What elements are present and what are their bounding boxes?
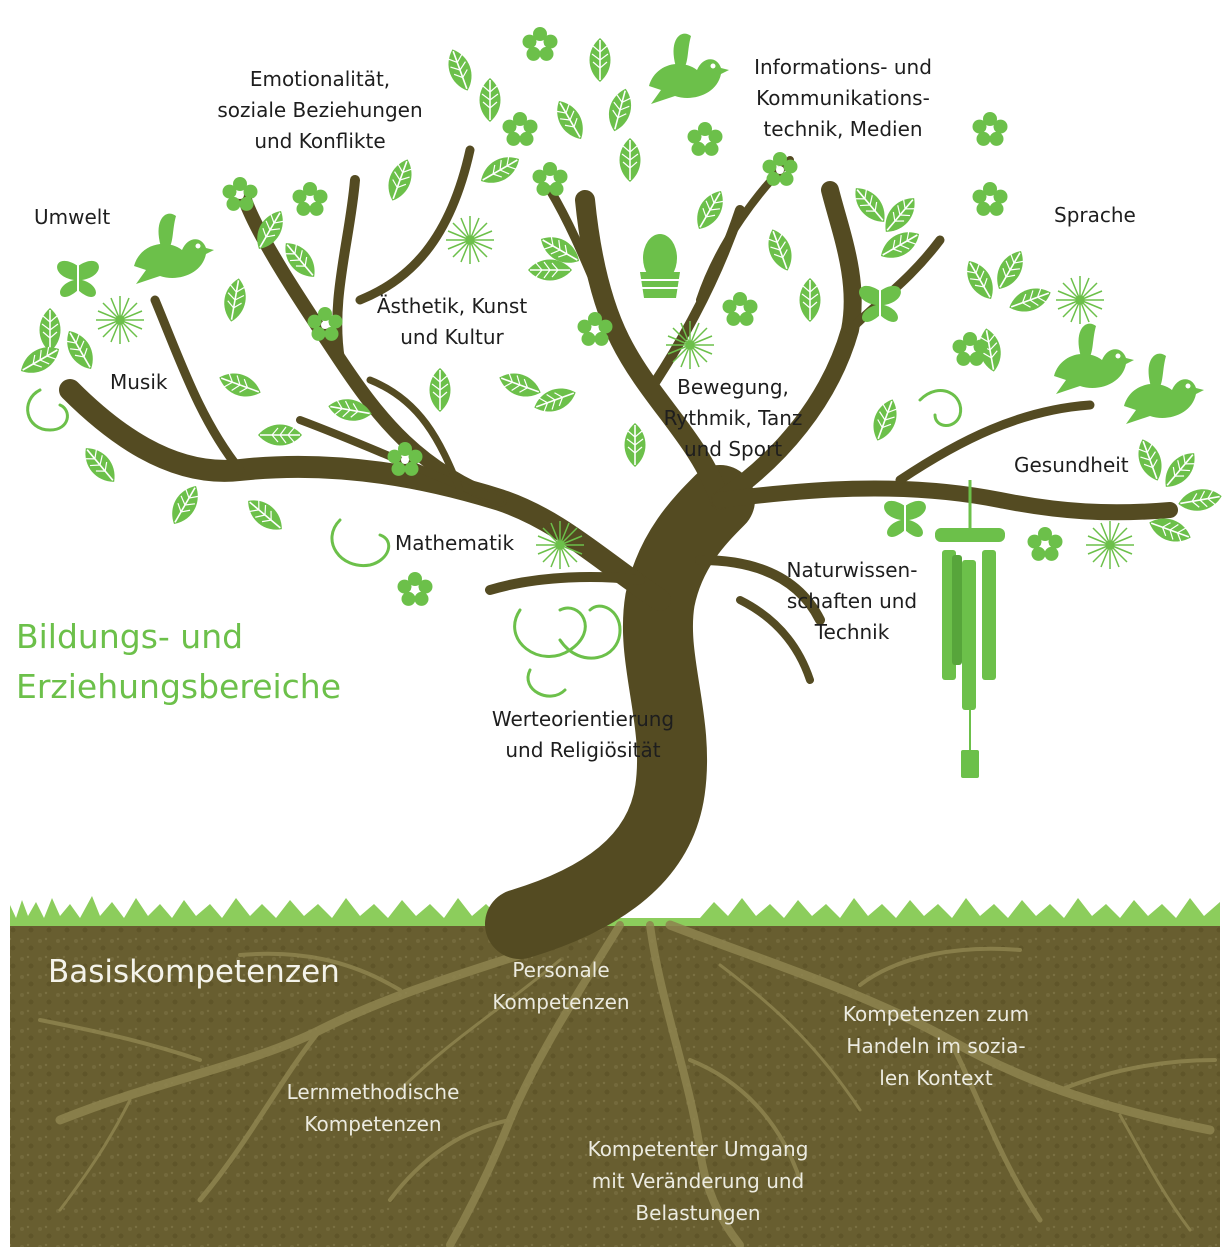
roots-heading: Basiskompetenzen: [48, 954, 340, 990]
tree-heading: Bildungs- und Erziehungsbereiche: [16, 617, 342, 706]
soil-ground: [10, 920, 1220, 1247]
branch-label-values-religion: Werteorientierung und Religiösität: [491, 707, 675, 762]
branch-label-information-media: Informations- und Kommunikations- techni…: [754, 55, 932, 141]
root-system: [38, 920, 1217, 1247]
branch-label-aesthetics-art: Ästhetik, Kunst und Kultur: [376, 294, 528, 349]
acorn-icon: [640, 234, 680, 298]
branch-label-natural-sciences: Naturwissen- schaften und Technik: [786, 558, 918, 644]
root-label-social-context: Kompetenzen zum Handeln im sozia- len Ko…: [842, 1002, 1030, 1090]
branch-label-health: Gesundheit: [1014, 453, 1129, 477]
branch-label-music: Musik: [110, 370, 168, 394]
swirl-ornaments: [26, 388, 963, 698]
branch-label-environment: Umwelt: [34, 205, 111, 229]
branch-label-movement-sport: Bewegung, Rythmik, Tanz und Sport: [663, 375, 803, 461]
grass-line: [10, 896, 1220, 926]
branch-label-emotionality: Emotionalität, soziale Beziehungen und K…: [217, 67, 423, 153]
tree-trunk: [59, 145, 1178, 959]
root-label-learning-methods: Lernmethodische Kompetenzen: [286, 1080, 460, 1136]
root-label-resilience: Kompetenter Umgang mit Veränderung und B…: [587, 1137, 809, 1225]
branch-label-language: Sprache: [1054, 203, 1136, 227]
branch-label-mathematics: Mathematik: [395, 531, 515, 555]
wind-chime-icon: [935, 480, 1005, 778]
root-label-personal: Personale Kompetenzen: [492, 958, 630, 1014]
